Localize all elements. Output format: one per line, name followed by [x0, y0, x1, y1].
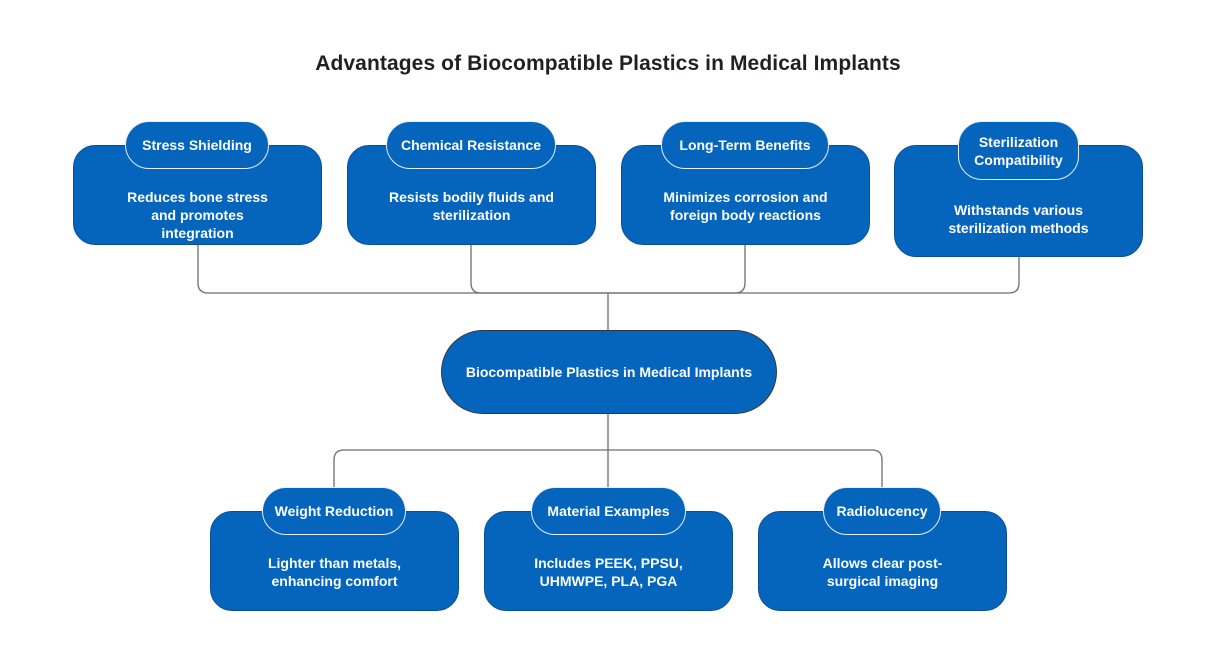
node-heading: Chemical Resistance: [386, 121, 556, 169]
connector-radiolucency: [608, 449, 883, 487]
node-stress-shielding: Reduces bone stress and promotes integra…: [73, 145, 322, 245]
central-node: Biocompatible Plastics in Medical Implan…: [441, 330, 777, 414]
node-heading: Stress Shielding: [125, 121, 269, 169]
node-description: Resists bodily fluids and sterilization: [389, 189, 554, 223]
diagram-title: Advantages of Biocompatible Plastics in …: [315, 52, 901, 75]
node-description: Minimizes corrosion and foreign body rea…: [663, 189, 828, 223]
node-description: Includes PEEK, PPSU, UHMWPE, PLA, PGA: [534, 555, 683, 589]
node-description: Lighter than metals, enhancing comfort: [267, 555, 402, 589]
connector-sterilization: [608, 257, 1020, 294]
node-description: Reduces bone stress and promotes integra…: [127, 189, 268, 241]
connector-stress-shielding: [197, 245, 608, 294]
connector-chemical-resistance: [470, 245, 608, 294]
node-long-term-benefits: Minimizes corrosion and foreign body rea…: [621, 145, 870, 245]
connector-long-term-benefits: [608, 245, 746, 294]
node-heading: Material Examples: [531, 487, 686, 535]
node-heading: Radiolucency: [823, 487, 941, 535]
node-description: Withstands various sterilization methods: [948, 202, 1089, 236]
node-description: Allows clear post-surgical imaging: [822, 555, 943, 589]
node-heading: Weight Reduction: [262, 487, 406, 535]
node-heading: Sterilization Compatibility: [958, 121, 1079, 180]
connector-weight-reduction: [333, 449, 608, 487]
node-heading: Long-Term Benefits: [661, 121, 829, 169]
